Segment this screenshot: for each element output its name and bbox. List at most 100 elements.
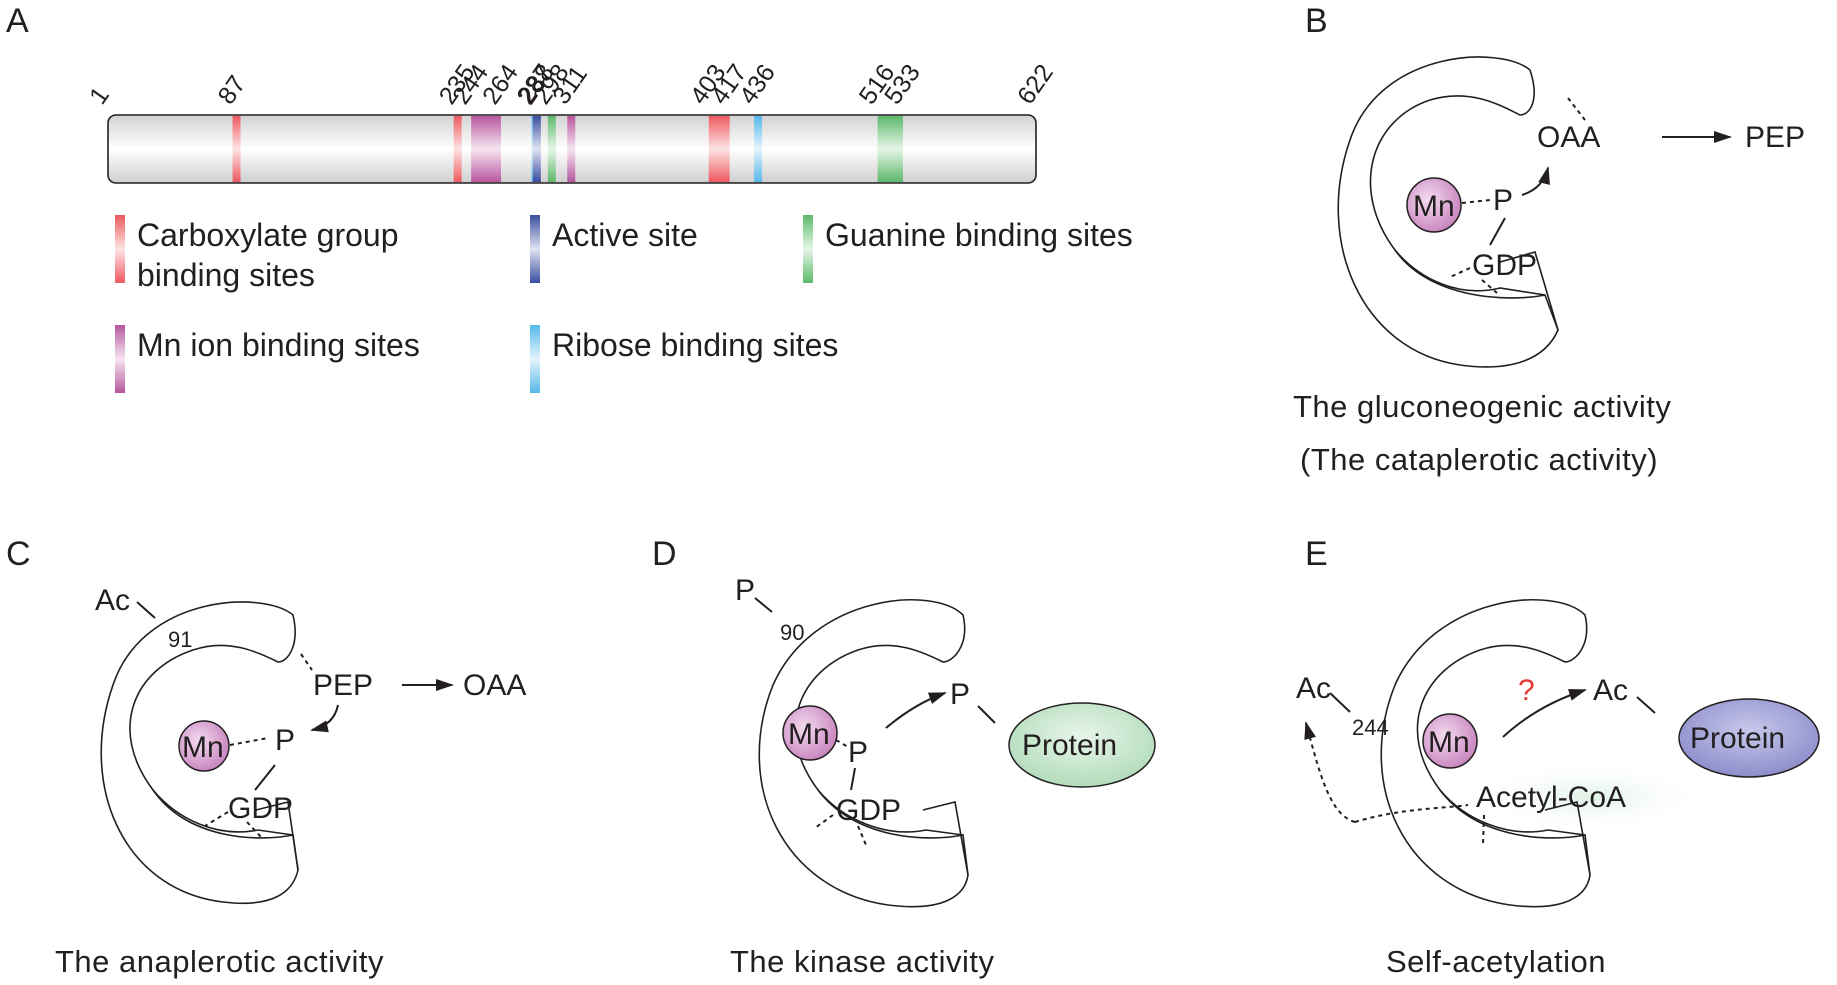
- bond-gdp-b2: [1481, 279, 1498, 294]
- mn-label-b: Mn: [1413, 190, 1455, 223]
- enzyme-inner-fold-b: [1394, 249, 1546, 296]
- legend-swatch-active: [530, 215, 540, 283]
- caption-d: The kinase activity: [730, 944, 995, 979]
- panel-b: B OAA PEP Mn P GDP The gluconeogenic act…: [1293, 2, 1805, 477]
- panel-letter-b: B: [1305, 2, 1328, 40]
- transfer-arrow-b: [1521, 166, 1550, 196]
- mn-ion-b: [1406, 177, 1462, 233]
- bond-coa-e1: [1354, 804, 1469, 823]
- phosphate-c: P: [275, 724, 295, 757]
- position-label-end: 622: [1012, 59, 1059, 109]
- target-label-e: Protein: [1690, 722, 1785, 755]
- bond-coa-e2: [1482, 814, 1485, 846]
- domain-segment-mn_ion: [471, 116, 502, 182]
- mn-label-c: Mn: [182, 731, 224, 764]
- position-label: 436: [734, 59, 781, 109]
- residue-e: 244: [1352, 715, 1389, 740]
- target-bond-e: [1636, 696, 1656, 714]
- target-label-d: Protein: [1022, 729, 1117, 762]
- target-mod-e: Ac: [1593, 674, 1628, 707]
- unknown-mechanism-e: ?: [1518, 674, 1535, 707]
- enzyme-inner-fold-d: [817, 789, 964, 836]
- bond-mn-p-b: [1461, 199, 1491, 204]
- legend-swatch-carboxylate: [115, 215, 125, 283]
- position-label-start: 1: [84, 82, 115, 109]
- mod-bond-d: [754, 597, 773, 613]
- gdp-c: GDP: [228, 792, 293, 825]
- transfer-arrow-c: [310, 704, 339, 733]
- gdp-d: GDP: [836, 794, 901, 827]
- modification-d: P: [735, 574, 755, 607]
- modification-c: Ac: [95, 584, 130, 617]
- modification-e: Ac: [1296, 672, 1331, 705]
- panel-e: E Ac 244 Mn Acetyl-CoA ? Ac Protein Self…: [1296, 535, 1820, 979]
- target-mod-d: P: [950, 678, 970, 711]
- bond-p-gdp-d: [850, 767, 856, 791]
- mn-label-d: Mn: [788, 718, 830, 751]
- enzyme-c: [100, 601, 299, 904]
- cofactor-e: Acetyl-CoA: [1476, 781, 1626, 814]
- target-protein-e: [1678, 698, 1820, 778]
- target-protein-d: [1008, 702, 1156, 788]
- domain-segment-guanine: [547, 116, 556, 182]
- bond-gdp-b1: [1447, 267, 1471, 279]
- enzyme-shape-e: [1380, 599, 1591, 908]
- domain-segment-guanine: [877, 116, 904, 182]
- caption-b-line1: The gluconeogenic activity: [1293, 389, 1671, 424]
- panel-c: C Ac 91 PEP OAA Mn P GDP The anaplerotic…: [6, 535, 526, 979]
- phosphate-d: P: [848, 736, 868, 769]
- panel-letter-d: D: [652, 535, 677, 573]
- legend-label-carboxylate: Carboxylate group: [137, 217, 398, 253]
- residue-d: 90: [780, 620, 804, 645]
- enzyme-b: [1337, 56, 1559, 368]
- mod-bond-c: [136, 601, 156, 619]
- substrate-c: PEP: [313, 669, 373, 702]
- segment-layer: [232, 116, 904, 182]
- enzyme-inner-fold-c: [152, 789, 294, 836]
- caption-c: The anaplerotic activity: [55, 944, 384, 979]
- position-label: 87: [212, 71, 251, 110]
- enzyme-inner-fold-e: [1439, 789, 1586, 836]
- legend-label-ribose: Ribose binding sites: [552, 327, 838, 363]
- product-b: PEP: [1745, 121, 1805, 154]
- enzyme-lip-c: [255, 801, 299, 871]
- panel-letter-e: E: [1305, 535, 1328, 573]
- bond-p-gdp-b: [1489, 217, 1506, 246]
- legend-swatch-guanine: [803, 215, 813, 283]
- target-bond-d: [977, 705, 996, 724]
- domain-segment-carboxylate: [453, 116, 462, 182]
- enzyme-lip-d: [922, 801, 969, 876]
- mn-ion-d: [782, 705, 838, 761]
- legend-label-mn_ion: Mn ion binding sites: [137, 327, 420, 363]
- legend-swatch-ribose: [530, 325, 540, 393]
- legend-swatch-mn_ion: [115, 325, 125, 393]
- bond-mn-p-c: [229, 737, 269, 746]
- mn-label-e: Mn: [1428, 726, 1470, 759]
- acetyl-coa-glow: [1472, 762, 1708, 832]
- enzyme-shape-c: [100, 601, 299, 904]
- gdp-b: GDP: [1472, 249, 1537, 282]
- residue-c: 91: [168, 627, 192, 652]
- product-c: OAA: [463, 669, 526, 702]
- self-acetylation-arrow-e: [1304, 721, 1356, 823]
- mod-bond-e: [1329, 692, 1351, 713]
- panel-letter-c: C: [6, 535, 31, 573]
- bond-p-gdp-c: [254, 764, 276, 791]
- domain-segment-carboxylate: [232, 116, 241, 182]
- panel-d: D P 90 Mn P GDP P Protein The kinase act…: [652, 535, 1156, 979]
- mn-ion-e: [1422, 713, 1478, 769]
- enzyme-d: [758, 599, 969, 908]
- bond-gdp-d1: [814, 814, 834, 829]
- bond-gdp-d2: [857, 825, 867, 846]
- transfer-arrow-d: [885, 692, 947, 729]
- enzyme-e: [1380, 599, 1591, 908]
- panel-letter-a: A: [6, 2, 29, 40]
- mn-ion-c: [178, 720, 230, 772]
- bond-oaa-b: [1567, 97, 1586, 121]
- phosphate-b: P: [1493, 184, 1513, 217]
- domain-segment-mn_ion: [567, 116, 576, 182]
